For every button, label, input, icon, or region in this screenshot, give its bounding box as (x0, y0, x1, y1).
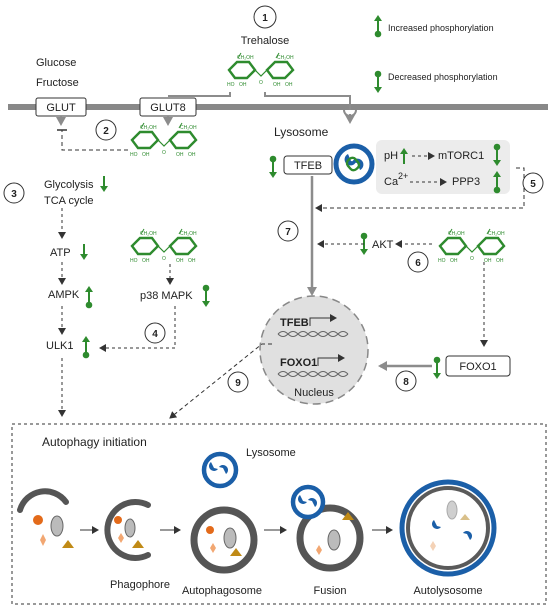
fructose-label: Fructose (36, 77, 79, 89)
legend: Increased phosphorylation Decreased phos… (373, 14, 498, 94)
step-1-circle (253, 5, 277, 29)
nucleus-label: Nucleus (294, 387, 334, 399)
step-9-circle (227, 371, 249, 393)
step-2-number: 2 (103, 126, 109, 137)
step-3-number: 3 (11, 189, 17, 200)
step-9-number: 9 (235, 378, 241, 389)
step-1-number: 1 (262, 13, 268, 24)
lysosome-signal-box (376, 140, 510, 194)
nucleus-tfeb-label: TFEB (280, 317, 309, 329)
tfeb-down-icon (268, 154, 278, 179)
foxo1-down-icon (432, 355, 442, 380)
decreased-phospho-icon (373, 69, 383, 94)
trehalose-structure-top (227, 53, 294, 88)
fusion-label: Fusion (313, 585, 346, 597)
lysosome-label: Lysosome (274, 125, 329, 139)
foxo1-box (445, 355, 511, 377)
glycolysis-label: Glycolysis (44, 179, 94, 191)
tfeb-label: TFEB (294, 160, 322, 172)
trehalose-structure-akt (438, 229, 505, 264)
tca-label: TCA cycle (44, 195, 94, 207)
atp-down-arrow (79, 243, 89, 261)
trehalose-label: Trehalose (241, 35, 290, 47)
autolysosome-label: Autolysosome (413, 585, 482, 597)
step-7-number: 7 (285, 227, 291, 238)
plasma-membrane (8, 104, 548, 110)
glycolysis-down-arrow (99, 175, 109, 193)
legend-decreased: Decreased phosphorylation (388, 72, 498, 82)
mtorc1-label: mTORC1 (438, 150, 484, 162)
autophagosome-label: Autophagosome (182, 585, 262, 597)
step-8-circle (395, 370, 417, 392)
p38-label: p38 MAPK (140, 290, 193, 302)
step-2-circle (95, 119, 117, 141)
glut8-label: GLUT8 (150, 102, 185, 114)
step-3-circle (3, 182, 25, 204)
ampk-label: AMPK (48, 289, 80, 301)
glut-label: GLUT (46, 102, 76, 114)
step-8-number: 8 (403, 377, 409, 388)
akt-label: AKT (372, 239, 394, 251)
legend-increased: Increased phosphorylation (388, 23, 494, 33)
trehalose-structure-cytoplasm (130, 123, 197, 158)
ampk-up-icon (84, 285, 94, 310)
step-6-circle (407, 251, 429, 273)
autophagosome (190, 506, 258, 574)
step-4-number: 4 (152, 329, 158, 340)
foxo1-label: FOXO1 (459, 361, 496, 373)
step-4-circle (144, 322, 166, 344)
step-6-number: 6 (415, 258, 421, 269)
atp-label: ATP (50, 247, 71, 259)
ca-label: Ca (384, 176, 399, 188)
step-7-circle (277, 220, 299, 242)
increased-phospho-icon (373, 14, 383, 39)
ulk1-up-icon (81, 335, 91, 360)
autophagy-box (11, 423, 547, 605)
ca-superscript: 2+ (398, 171, 408, 181)
autophagy-title: Autophagy initiation (42, 435, 147, 449)
nucleus-foxo1-label: FOXO1 (280, 357, 317, 369)
autophagy-lysosome-label: Lysosome (246, 447, 296, 459)
step-5-number: 5 (530, 179, 536, 190)
ppp3-label: PPP3 (452, 176, 480, 188)
step-5-circle (522, 172, 544, 194)
tfeb-box (283, 155, 333, 175)
autolysosome (399, 479, 497, 577)
p38-down-icon (201, 283, 211, 308)
cargo-initial (17, 488, 74, 548)
lysosome-icon (333, 143, 375, 185)
ulk1-label: ULK1 (46, 340, 74, 352)
glucose-label: Glucose (36, 57, 76, 69)
phagophore-label: Phagophore (110, 579, 170, 591)
phagophore (104, 499, 151, 561)
fusion (290, 484, 364, 572)
nucleus: TFEB FOXO1 Nucleus (259, 295, 369, 405)
ph-label: pH (384, 150, 398, 162)
trehalose-structure-p38 (130, 229, 197, 264)
glut-inhibition-arrow (57, 129, 128, 151)
autophagy-lysosome-icon (201, 451, 239, 489)
